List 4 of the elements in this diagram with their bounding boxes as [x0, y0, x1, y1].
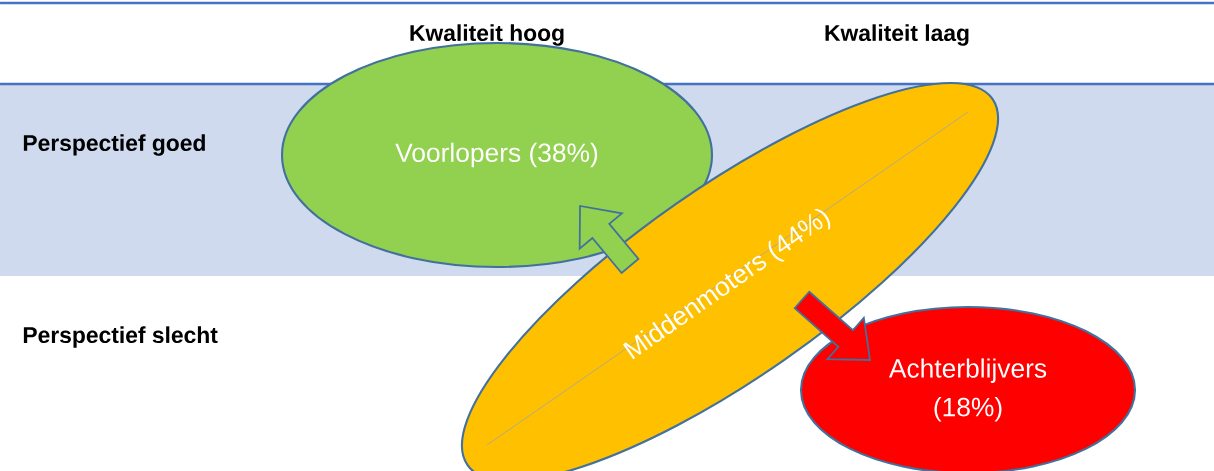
- block-arrow: [793, 290, 872, 361]
- header-label: Perspectief goed: [23, 134, 205, 156]
- header-label: Perspectief slecht: [23, 326, 218, 348]
- header-label: Kwaliteit laag: [825, 24, 969, 46]
